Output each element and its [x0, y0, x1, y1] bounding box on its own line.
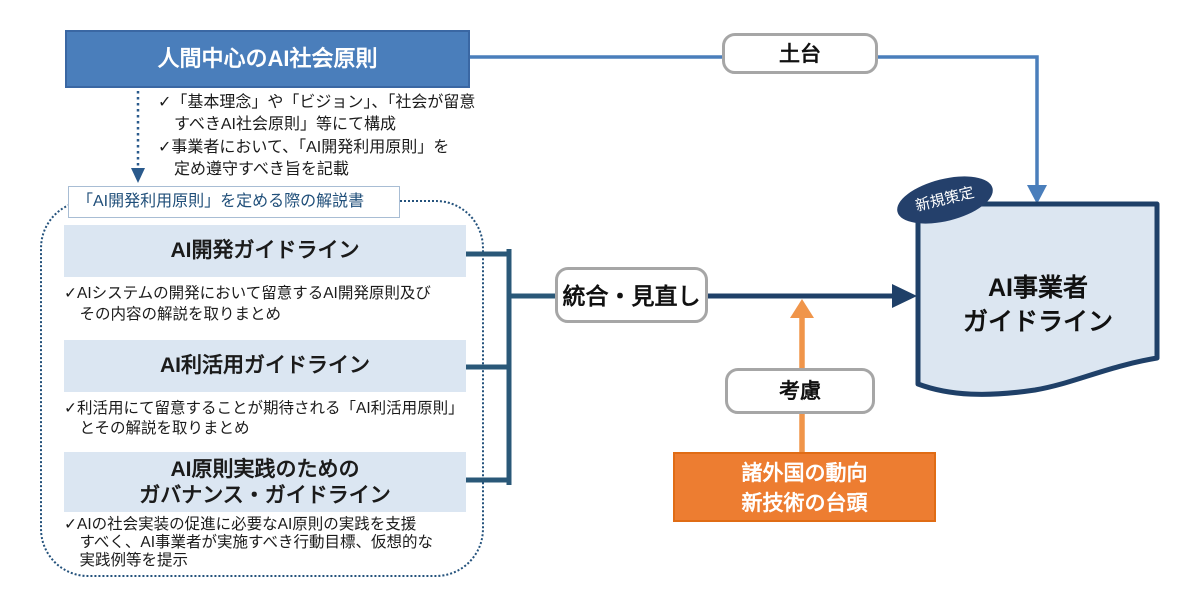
foundation-connector-line [470, 55, 1039, 186]
composition-arrowhead-icon [131, 168, 145, 183]
ai-development-guidelines-note: ✓AIシステムの開発において留意するAI開発原則及び その内容の解説を取りまとめ [64, 285, 431, 323]
ai-business-guidelines-title: AI事業者 ガイドライン [962, 274, 1113, 336]
governance-guidelines-box: AI原則実践のための ガバナンス・ガイドライン [64, 452, 466, 512]
integration-review-label: 統合・見直し [555, 267, 708, 323]
newly-formulated-badge: 新規策定 [892, 167, 998, 233]
principles-notes: ✓「基本理念」や「ビジョン」、「社会が留意 すべきAI社会原則」等にて構成 ✓事… [158, 92, 478, 182]
ai-development-guidelines-box: AI開発ガイドライン [64, 225, 466, 277]
human-centric-ai-principles-box: 人間中心のAI社会原則 [65, 30, 470, 88]
foreign-trends-box: 諸外国の動向 新技術の台頭 [673, 452, 936, 522]
integration-arrowhead-icon [892, 284, 917, 308]
principles-note-item: ✓「基本理念」や「ビジョン」、「社会が留意 すべきAI社会原則」等にて構成 [158, 94, 476, 133]
governance-guidelines-note: ✓AIの社会実装の促進に必要なAI原則の実践を支援 すべく、AI事業者が実施すべ… [64, 516, 433, 569]
commentary-group-label: 「AI開発利用原則」を定める際の解説書 [68, 186, 400, 218]
ai-utilization-guidelines-box: AI利活用ガイドライン [64, 340, 466, 392]
ai-utilization-guidelines-note: ✓利活用にて留意することが期待される「AI利活用原則」 とその解説を取りまとめ [64, 400, 464, 437]
foundation-arrowhead-icon [1027, 185, 1047, 204]
foundation-label: 土台 [722, 33, 878, 74]
consideration-arrowhead-icon [790, 299, 814, 318]
principles-note-item: ✓事業者において、「AI開発利用原則」を 定め遵守すべき旨を記載 [158, 139, 450, 178]
consideration-label: 考慮 [725, 368, 875, 414]
